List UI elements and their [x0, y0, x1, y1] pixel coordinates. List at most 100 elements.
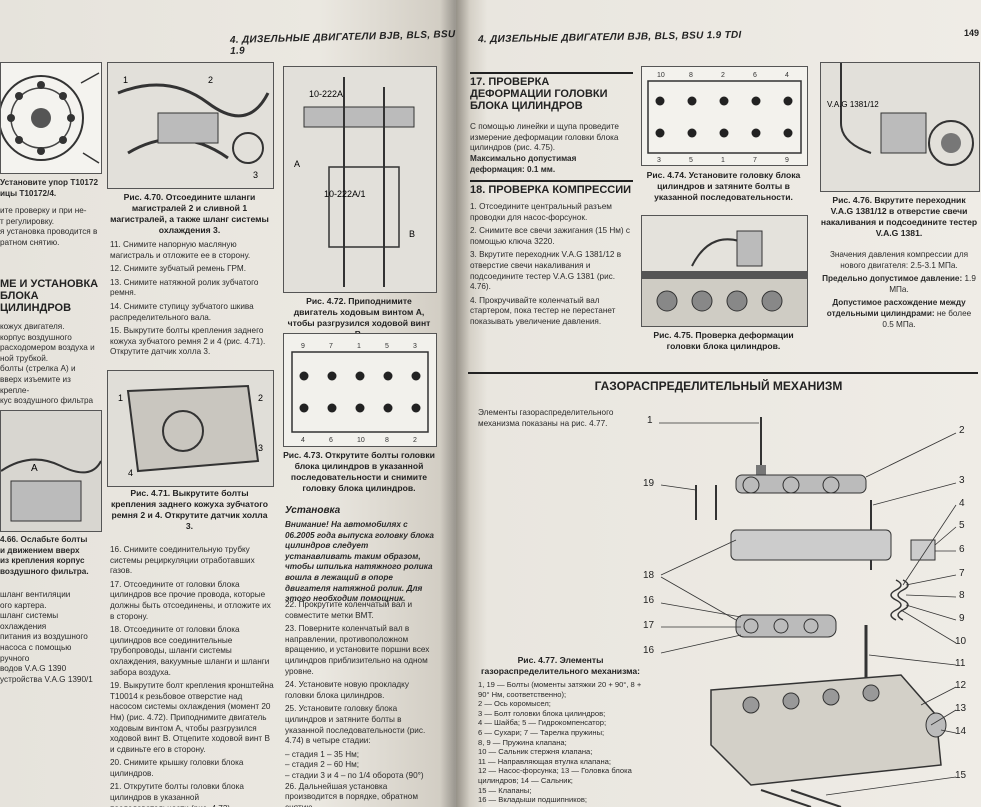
callout-16b: 16 — [643, 645, 655, 656]
figure-4-71-caption: Рис. 4.71. Выкрутите болты крепления зад… — [111, 488, 268, 531]
figure-4-73-caption: Рис. 4.73. Открутите болты головки блока… — [283, 450, 435, 493]
svg-text:1: 1 — [118, 393, 123, 403]
svg-text:8: 8 — [689, 72, 693, 79]
col1-bottom-line-9: насоса с помощью ручного — [0, 642, 72, 663]
legend-1: 1, 19 — Болты (моменты затяжки 20 + 90°,… — [478, 680, 642, 699]
callout-10: 10 — [955, 636, 967, 647]
legend-5: 6 — Сухари; 7 — Тарелка пружины; — [478, 727, 605, 737]
compression-diff-value: не более 0.5 МПа. — [882, 308, 972, 329]
stage-3-4: – стадии 3 и 4 – по 1/4 оборота (90°) — [285, 770, 424, 780]
legend-6: 8, 9 — Пружина клапана; — [478, 737, 567, 747]
compression-diff-label: Допустимое расхождение между отдельными … — [826, 298, 966, 318]
col1-bottom-line-6: ого картера. — [0, 600, 47, 610]
callout-16a: 16 — [643, 595, 655, 606]
svg-text:5: 5 — [689, 157, 693, 164]
svg-text:10: 10 — [357, 437, 365, 444]
step-13: 13. Снимите натяжной ролик зубчатого рем… — [110, 277, 259, 298]
step-18: 18. Отсоедините от головки блока цилиндр… — [110, 625, 270, 677]
svg-text:10-222A/1: 10-222A/1 — [324, 189, 366, 199]
svg-text:10-222A: 10-222A — [309, 89, 343, 99]
compression-new-label: Значения давления компрессии для нового … — [829, 250, 969, 270]
legend-3: 3 — Болт головки блока цилиндров; — [478, 708, 606, 718]
col1-bottom-line-5: шланг вентиляции — [0, 590, 71, 599]
figure-4-75 — [641, 215, 808, 327]
svg-text:9: 9 — [785, 157, 789, 164]
step-20: 20. Снимите крышку головки блока цилиндр… — [110, 758, 244, 778]
figure-4-76-caption: Рис. 4.76. Вкрутите переходник V.A.G 138… — [820, 195, 978, 238]
right-page-header: 4. ДИЗЕЛЬНЫЕ ДВИГАТЕЛИ BJB, BLS, BSU 1.9… — [477, 29, 742, 46]
svg-text:1: 1 — [357, 343, 361, 350]
callout-15: 15 — [955, 770, 967, 781]
step-12: 12. Снимите зубчатый ремень ГРМ. — [110, 264, 246, 274]
legend-8: 11 — Направляющая втулка клапана; — [478, 756, 611, 766]
step-23: 23. Поверните коленчатый вал в направлен… — [285, 624, 430, 676]
callout-1: 1 — [647, 415, 653, 426]
col1-top-line-2: ицы T10172/4. — [0, 188, 57, 198]
figure-4-71: 1 2 3 4 — [107, 370, 274, 487]
figure-4-74-caption: Рис. 4.74. Установите головку блока цили… — [646, 170, 801, 202]
col1-mid-line-7: кус воздушного фильтра — [0, 396, 94, 406]
svg-text:10: 10 — [657, 72, 665, 79]
vag-label: V.A.G 1381/12 — [827, 100, 879, 109]
figure-4-70-caption: Рис. 4.70. Отсоедините шланги магистрале… — [110, 192, 269, 235]
col1-top-line-4: т регулировку. — [0, 216, 55, 226]
col1-bottom-line-1: 4.66. Ослабьте болты — [0, 535, 88, 544]
svg-text:6: 6 — [329, 437, 333, 444]
section-18-title: 18. ПРОВЕРКА КОМПРЕССИИ — [470, 184, 632, 196]
col1-mid-line-3: расходомером воздуха и — [0, 343, 95, 353]
col1-bottom-line-2: и движением вверх — [0, 545, 80, 555]
svg-text:7: 7 — [329, 343, 333, 350]
svg-text:2: 2 — [208, 75, 213, 85]
left-page: 4. ДИЗЕЛЬНЫЕ ДВИГАТЕЛИ BJB, BLS, BSU 1.9… — [0, 0, 456, 807]
svg-text:B: B — [409, 229, 415, 239]
step-19: 19. Выкрутите болт крепления кронштейна … — [110, 681, 274, 754]
svg-text:2: 2 — [258, 393, 263, 403]
legend-2: 2 — Ось коромысел; — [478, 699, 551, 709]
col1-top-line-3: ите проверку и при не- — [0, 206, 87, 215]
right-page: 4. ДИЗЕЛЬНЫЕ ДВИГАТЕЛИ BJB, BLS, BSU 1.9… — [456, 0, 981, 807]
callout-13: 13 — [955, 703, 967, 714]
svg-text:3: 3 — [253, 170, 258, 180]
step-25: 25. Установите головку блока цилиндров и… — [285, 704, 426, 746]
callout-4: 4 — [959, 498, 965, 509]
gas-section-rule — [468, 372, 978, 374]
section-17-text: С помощью линейки и щупа проведите измер… — [470, 122, 619, 153]
legend-10: 15 — Клапаны; — [478, 785, 532, 795]
compression-new-value: 2.5-3.1 МПа. — [910, 260, 958, 270]
col1-top-line-1: Установите упор T10172 — [0, 178, 99, 187]
svg-text:6: 6 — [753, 72, 757, 79]
figure-4-66: A — [0, 410, 102, 532]
svg-text:2: 2 — [413, 437, 417, 444]
svg-text:1: 1 — [721, 157, 725, 164]
legend-7: 10 — Сальник стержня клапана; — [478, 747, 593, 757]
col1-mid-line-1: кожух двигателя. — [0, 322, 65, 331]
svg-text:4: 4 — [785, 72, 789, 79]
svg-text:8: 8 — [385, 437, 389, 444]
install-title: Установка — [285, 505, 341, 516]
col1-top-line-5: я установка проводится в — [0, 227, 98, 237]
compression-step-3: 3. Вкрутите переходник V.A.G 1381/12 в о… — [470, 250, 622, 292]
col1-bottom-line-11: устройства V.A.G 1390/1 — [0, 674, 93, 684]
step-16: 16. Снимите соединительную трубку систем… — [110, 545, 255, 576]
legend-11: 16 — Вкладыши подшипников; — [478, 795, 587, 805]
col1-mid-line-2: корпус воздушного — [0, 332, 72, 342]
gas-intro: Элементы газораспределительного механизм… — [478, 408, 614, 428]
page-number: 149 — [964, 28, 980, 38]
callout-6: 6 — [959, 544, 965, 555]
section-18-rule — [470, 180, 633, 182]
svg-text:1: 1 — [123, 75, 128, 85]
svg-text:A: A — [294, 159, 300, 169]
col1-bottom-line-3: из крепления корпус — [0, 556, 85, 566]
callout-18: 18 — [643, 570, 655, 581]
col1-bottom-line-7: шланг системы охлаждения — [0, 611, 59, 631]
legend-4: 4 — Шайба; 5 — Гидрокомпенсатор; — [478, 718, 607, 728]
gas-section-title: ГАЗОРАСПРЕДЕЛИТЕЛЬНЫЙ МЕХАНИЗМ — [594, 379, 843, 393]
callout-17: 17 — [643, 620, 655, 631]
col1-bottom-line-10: водов V.A.G 1390 — [0, 664, 67, 674]
col1-section-title-1: МЕ И УСТАНОВКА — [0, 278, 99, 290]
step-21: 21. Открутите болты головки блока цилинд… — [110, 782, 244, 807]
callout-11: 11 — [955, 658, 966, 669]
install-warning: Внимание! На автомобилях с 06.2005 года … — [285, 520, 434, 604]
callout-19: 19 — [643, 478, 655, 489]
